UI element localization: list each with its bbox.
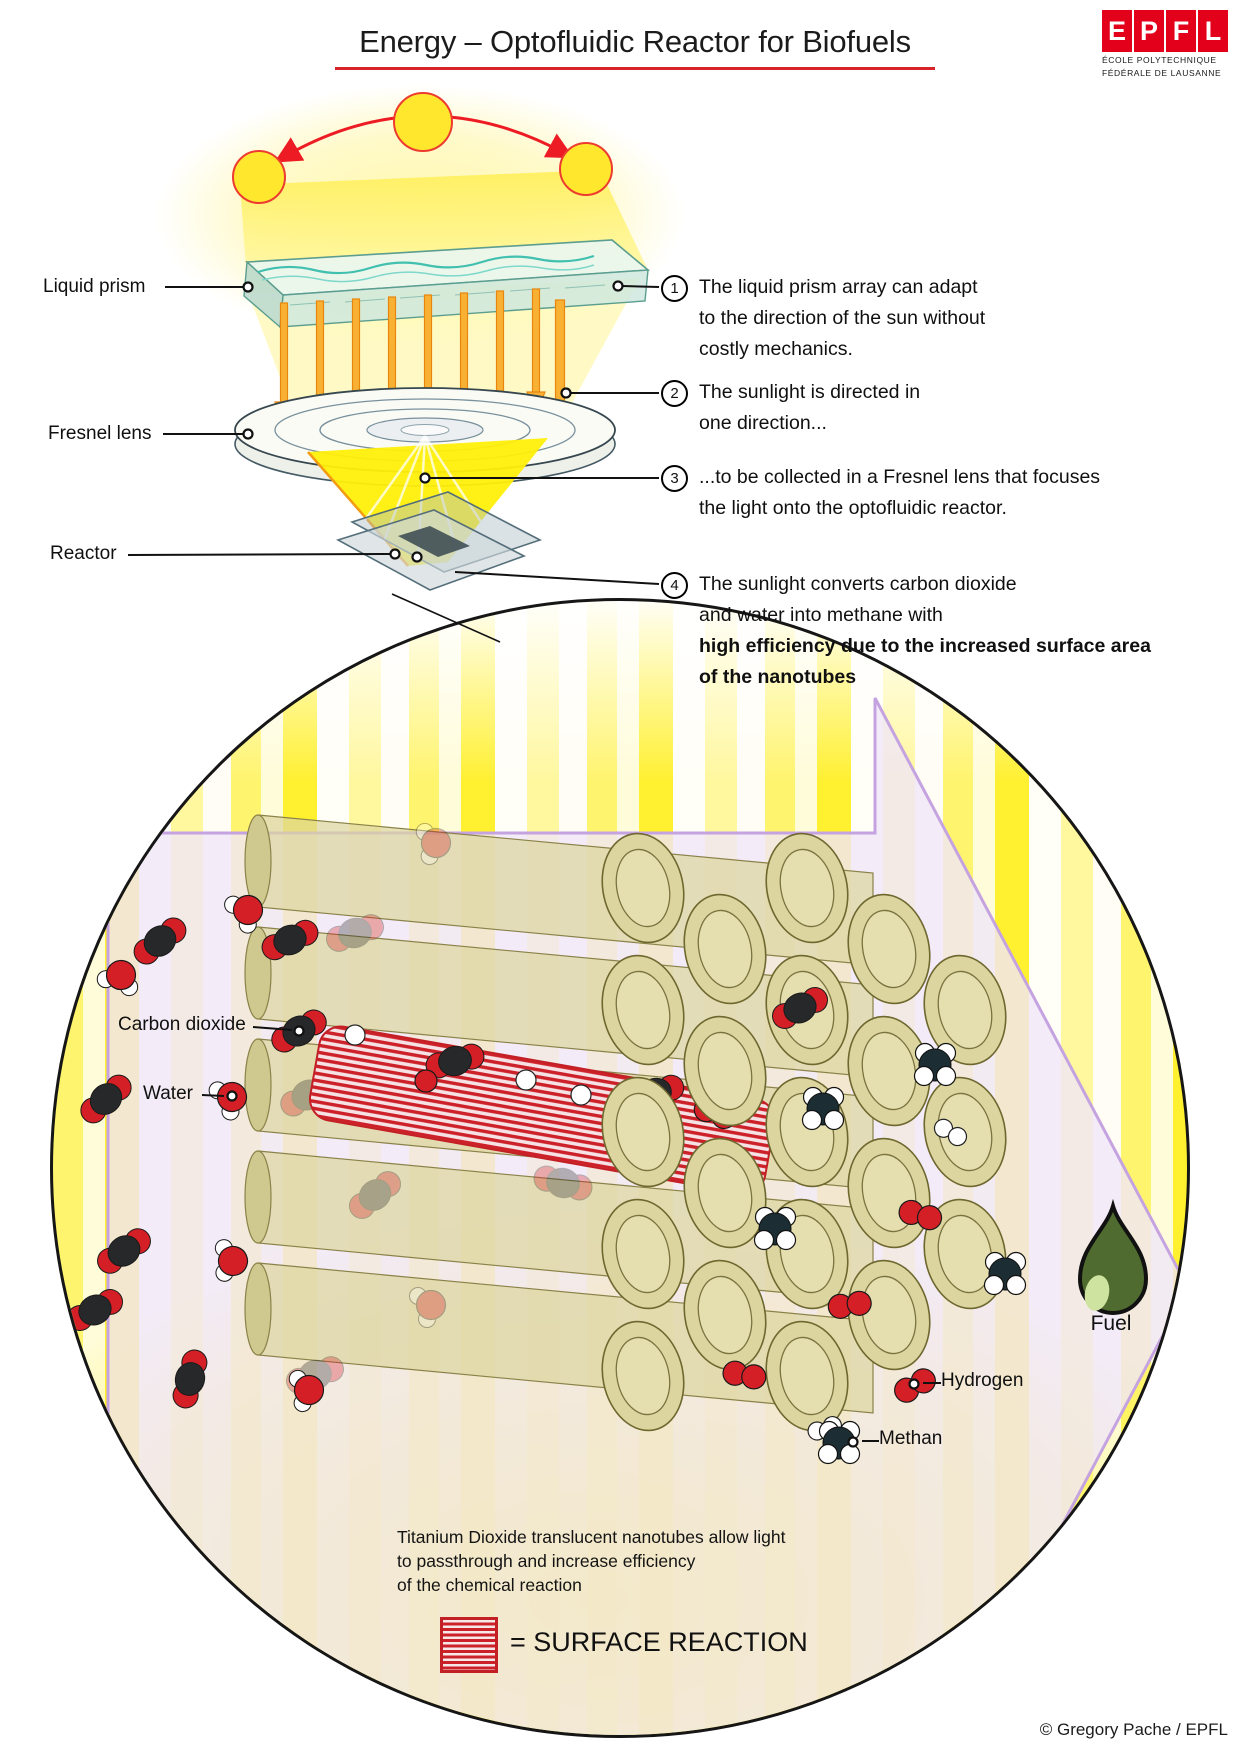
label-liquid-prism: Liquid prism (43, 276, 146, 297)
nanotube-scene (61, 697, 1187, 1735)
annotation-2-line: The sunlight is directed in (699, 381, 921, 403)
annotation-1-number: 1 (661, 275, 688, 302)
epfl-logo: E P F L ÉCOLE POLYTECHNIQUE FÉDÉRALE DE … (1102, 10, 1234, 78)
page-title: Energy – Optofluidic Reactor for Biofuel… (359, 24, 911, 59)
epfl-letter: L (1198, 10, 1228, 52)
annotation-1: 1 The liquid prism array can adapt to th… (661, 272, 986, 365)
annotation-1-line: The liquid prism array can adapt (699, 276, 978, 298)
epfl-subtitle-line1: ÉCOLE POLYTECHNIQUE (1102, 55, 1217, 65)
label-fuel: Fuel (1090, 1312, 1132, 1335)
sun-path-arc (274, 114, 574, 163)
epfl-subtitle-line2: FÉDÉRALE DE LAUSANNE (1102, 68, 1222, 78)
nanotube-note-line3: of the chemical reaction (397, 1575, 582, 1595)
title-underline (335, 67, 935, 70)
leader-lines (127, 285, 660, 585)
surface-reaction-swatch (440, 1617, 498, 1673)
light-rays (343, 435, 500, 561)
reactor-magnified-view (50, 598, 1190, 1738)
sun-glow (155, 85, 685, 345)
label-methane: Methan (879, 1428, 943, 1449)
label-reactor: Reactor (50, 543, 117, 564)
epfl-letter: F (1166, 10, 1196, 52)
copyright: © Gregory Pache / EPFL (1039, 1720, 1228, 1739)
annotation-4: 4 The sunlight converts carbon dioxide a… (661, 569, 1151, 693)
leader-dots (242, 280, 624, 563)
liquid-prism-shape (243, 239, 651, 329)
molecule-leader-dots (226, 1025, 920, 1448)
fresnel-lens-shape (234, 387, 616, 487)
sun-icon (393, 92, 453, 152)
annotation-4-number: 4 (661, 572, 688, 599)
nanotube-note: Titanium Dioxide translucent nanotubes a… (397, 1525, 785, 1597)
epfl-logo-blocks: E P F L (1102, 10, 1234, 52)
sunlight-arrows (274, 288, 572, 432)
annotation-3-number: 3 (661, 465, 688, 492)
nanotube-note-line2: to passthrough and increase efficiency (397, 1551, 696, 1571)
epfl-letter: E (1102, 10, 1132, 52)
annotation-2-line: one direction... (699, 412, 827, 434)
annotation-1-line: to the direction of the sun without (699, 307, 986, 329)
annotation-4-bold-line: high efficiency due to the increased sur… (699, 635, 1151, 657)
label-fresnel-lens: Fresnel lens (48, 423, 152, 444)
annotation-2: 2 The sunlight is directed in one direct… (661, 377, 921, 439)
nanotube-note-line1: Titanium Dioxide translucent nanotubes a… (397, 1527, 786, 1547)
annotation-4-line: The sunlight converts carbon dioxide (699, 573, 1017, 595)
sun-icon (559, 142, 613, 196)
reactor-shape (335, 491, 543, 591)
label-hydrogen: Hydrogen (941, 1370, 1024, 1391)
annotation-4-line: and water into methane with (699, 604, 943, 626)
annotation-1-line: costly mechanics. (699, 338, 853, 360)
sun-beam-lower (250, 278, 640, 430)
label-water: Water (143, 1083, 193, 1104)
molecule-leader-lines (201, 1026, 941, 1442)
annotation-3-line: the light onto the optofluidic reactor. (699, 497, 1007, 519)
annotation-2-number: 2 (661, 380, 688, 407)
annotation-3: 3 ...to be collected in a Fresnel lens t… (661, 462, 1101, 524)
sun-icon (232, 150, 286, 204)
surface-reaction-legend: = SURFACE REACTION (510, 1627, 808, 1657)
sun-beam-upper (240, 170, 648, 295)
focus-cone (308, 438, 548, 566)
epfl-letter: P (1134, 10, 1164, 52)
fuel-droplet-icon (1077, 1198, 1149, 1315)
label-carbon-dioxide: Carbon dioxide (118, 1014, 246, 1035)
annotation-4-bold-line: of the nanotubes (699, 666, 857, 688)
annotation-3-line: ...to be collected in a Fresnel lens tha… (699, 466, 1101, 488)
